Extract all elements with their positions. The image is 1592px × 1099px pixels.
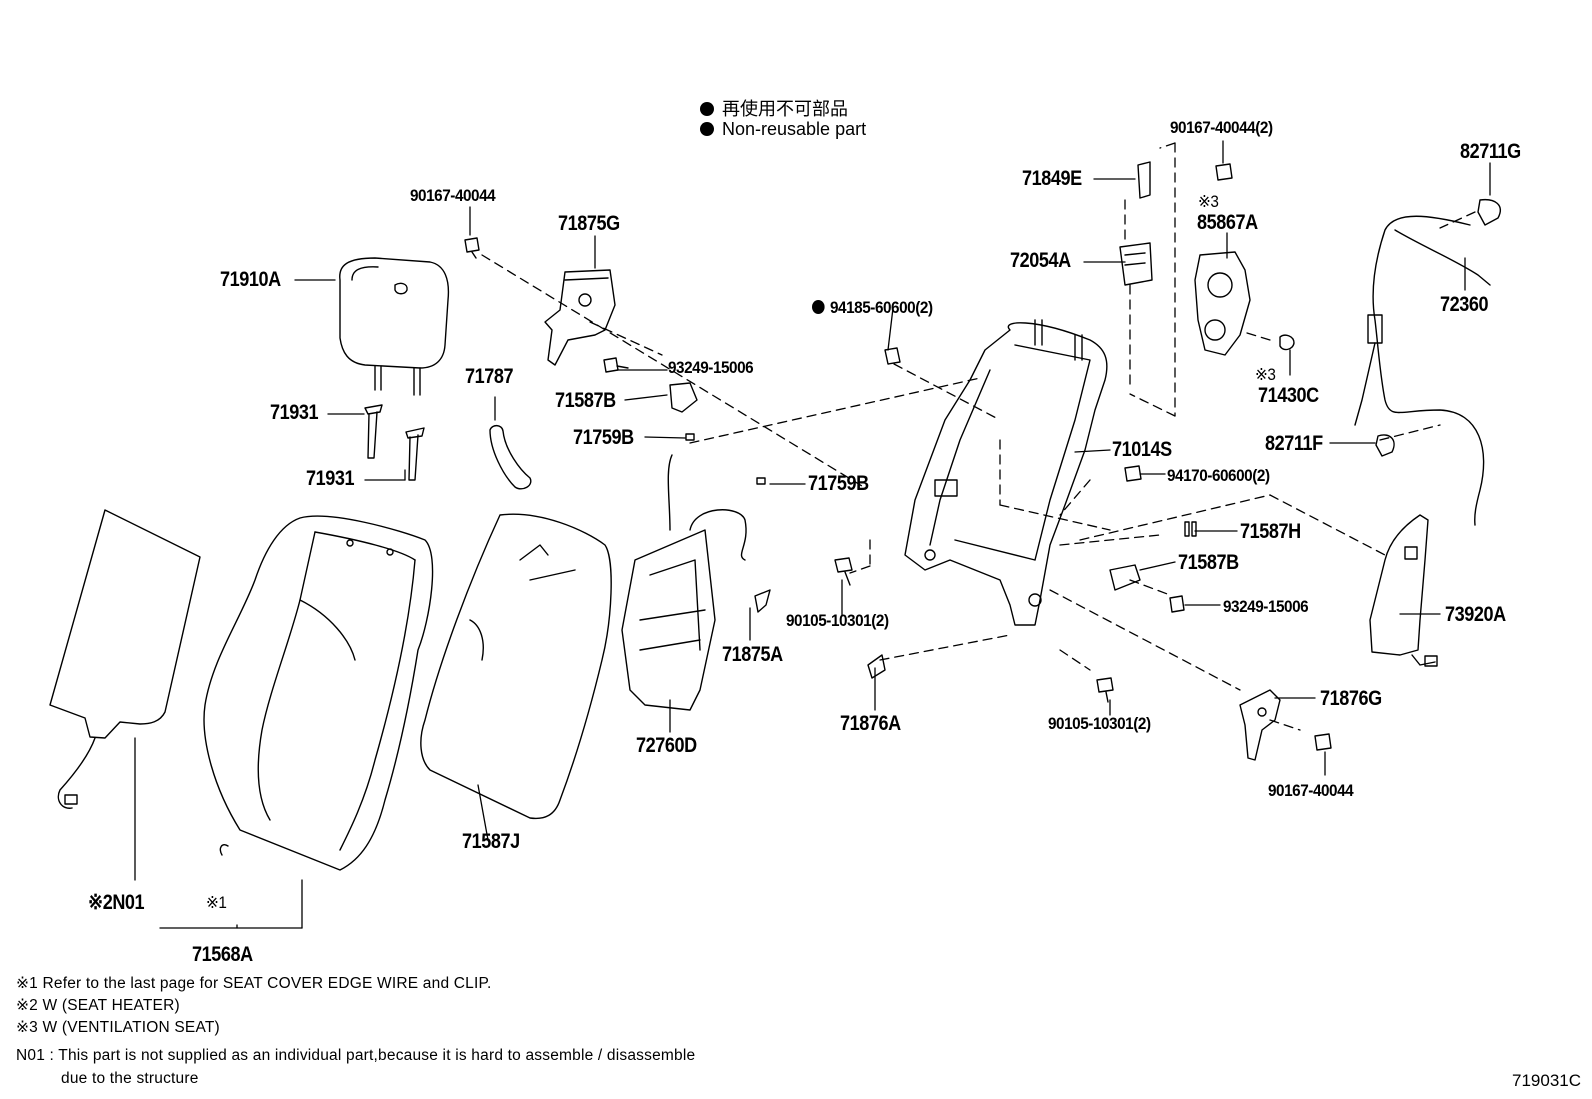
edge-clip-drawing xyxy=(219,844,229,856)
footnote-n01-cont: due to the structure xyxy=(61,1070,199,1087)
part-label[interactable]: 90167-40044(2) xyxy=(1170,118,1273,137)
lumbar-support-drawing xyxy=(621,454,747,711)
legend-jp: 再使用不可部品 xyxy=(700,95,848,121)
part-label[interactable]: 82711G xyxy=(1460,140,1521,163)
non-reusable-dot-icon xyxy=(812,300,825,314)
part-label[interactable]: 71430C xyxy=(1258,384,1319,407)
part-label[interactable]: 73920A xyxy=(1445,603,1506,626)
part-label[interactable]: 93249-15006 xyxy=(1223,597,1309,616)
footnote-1: ※1 Refer to the last page for SEAT COVER… xyxy=(16,975,492,992)
solid-leaders xyxy=(134,140,1491,929)
part-label[interactable]: 90105-10301(2) xyxy=(786,611,889,630)
diagram-code: 719031C xyxy=(1512,1071,1582,1090)
duct-drawing xyxy=(1369,514,1438,667)
part-label[interactable]: 90105-10301(2) xyxy=(1048,714,1151,733)
part-label[interactable]: 90167-40044 xyxy=(410,186,496,205)
non-reusable-dot-icon xyxy=(700,102,714,116)
bracket-71875G-drawing xyxy=(544,269,616,366)
part-label[interactable]: 71875G xyxy=(558,212,620,235)
part-label[interactable]: 82711F xyxy=(1265,432,1323,455)
part-label[interactable]: 71910A xyxy=(220,268,281,291)
seat-heater-drawing xyxy=(49,509,201,809)
part-label[interactable]: 85867A xyxy=(1197,211,1258,234)
part-label[interactable]: 71876A xyxy=(840,712,901,735)
part-label[interactable]: 71876G xyxy=(1320,687,1382,710)
headrest-drawing xyxy=(339,257,450,396)
footnote-mark: ※3 xyxy=(1255,365,1276,384)
part-label[interactable]: 71014S xyxy=(1112,438,1172,461)
footnote-mark: ※3 xyxy=(1198,192,1219,211)
part-label[interactable]: 90167-40044 xyxy=(1268,781,1354,800)
part-label[interactable]: 71849E xyxy=(1022,167,1082,190)
part-label[interactable]: 71568A xyxy=(192,943,253,966)
part-label[interactable]: 72054A xyxy=(1010,249,1071,272)
part-label[interactable]: 71875A xyxy=(722,643,783,666)
bracket-71876G-drawing xyxy=(1239,689,1281,761)
part-label[interactable]: 71587H xyxy=(1240,520,1301,543)
part-label[interactable]: 71587B xyxy=(555,389,616,412)
footnote-2: ※2 W (SEAT HEATER) xyxy=(16,997,180,1014)
part-label[interactable]: 71759B xyxy=(808,472,869,495)
small-parts-drawing xyxy=(464,163,1501,751)
headrest-guide-drawing xyxy=(364,404,425,481)
part-label[interactable]: 71587B xyxy=(1178,551,1239,574)
part-label[interactable]: 71587J xyxy=(462,830,520,853)
part-label[interactable]: 94170-60600(2) xyxy=(1167,466,1270,485)
part-label[interactable]: 71931 xyxy=(270,401,319,424)
seat-frame-drawing xyxy=(904,319,1108,626)
dashed-leaders xyxy=(481,142,1476,731)
hose-drawing xyxy=(489,424,532,490)
part-label-non-reusable[interactable]: 94185-60600(2) xyxy=(812,298,933,318)
vent-fan-drawing xyxy=(1194,251,1251,356)
seat-cover-drawing xyxy=(203,515,434,871)
part-label[interactable]: 71931 xyxy=(306,467,355,490)
part-label[interactable]: 72760D xyxy=(636,734,697,757)
cable-drawing xyxy=(1354,215,1491,526)
part-label[interactable]: 71787 xyxy=(465,365,514,388)
legend-en: Non-reusable part xyxy=(700,119,866,140)
non-reusable-dot-icon xyxy=(700,122,714,136)
part-label[interactable]: 71759B xyxy=(573,426,634,449)
part-label[interactable]: 93249-15006 xyxy=(668,358,754,377)
part-label[interactable]: 72360 xyxy=(1440,293,1489,316)
footnote-n01: N01 : This part is not supplied as an in… xyxy=(16,1047,696,1064)
switch-drawing xyxy=(1119,161,1153,286)
footnote-3: ※3 W (VENTILATION SEAT) xyxy=(16,1019,220,1036)
backrest-pad-drawing xyxy=(420,513,612,820)
part-label[interactable]: ※2N01 xyxy=(88,891,145,914)
footnote-mark: ※1 xyxy=(206,893,227,912)
